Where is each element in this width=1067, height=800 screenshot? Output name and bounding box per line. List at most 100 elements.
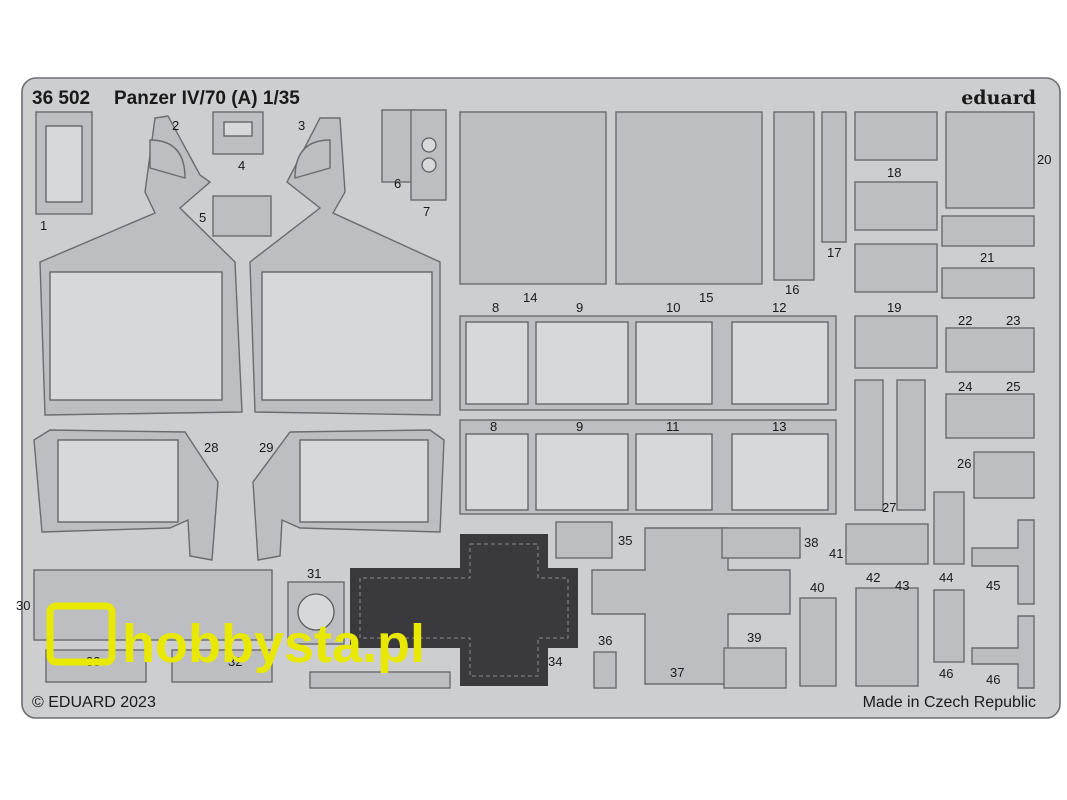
- label-16: 16: [785, 282, 799, 297]
- copyright: © EDUARD 2023: [32, 694, 156, 711]
- label-9-bottom: 9: [576, 419, 583, 434]
- part-7: [410, 109, 447, 201]
- label-40: 40: [810, 580, 824, 595]
- label-32: 32: [228, 654, 242, 669]
- part-1-cutout: [45, 125, 83, 203]
- label-44: 44: [939, 570, 953, 585]
- part-31-hole: [297, 593, 335, 631]
- part-2-window: [49, 271, 223, 401]
- part-3-flap: [294, 139, 331, 179]
- label-35: 35: [618, 533, 632, 548]
- part-18b: [854, 181, 938, 231]
- label-42: 42: [866, 570, 880, 585]
- part-22-23: [945, 327, 1035, 373]
- fret-code: 36 502: [32, 88, 90, 109]
- watermark-logo: [46, 602, 116, 666]
- part-29-window: [299, 439, 429, 523]
- rod-part: [309, 671, 451, 689]
- part-5: [212, 195, 272, 237]
- label-12: 12: [772, 300, 786, 315]
- part-13: [731, 433, 829, 511]
- label-1: 1: [40, 218, 47, 233]
- part-15: [615, 111, 763, 285]
- part-40: [799, 597, 837, 687]
- label-8-bottom: 8: [490, 419, 497, 434]
- part-4: [212, 111, 264, 155]
- label-7: 7: [423, 204, 430, 219]
- label-24: 24: [958, 379, 972, 394]
- part-35: [555, 521, 613, 559]
- part-27a: [854, 379, 884, 511]
- label-17: 17: [827, 245, 841, 260]
- label-26: 26: [957, 456, 971, 471]
- label-36: 36: [598, 633, 612, 648]
- part-17: [821, 111, 847, 243]
- origin: Made in Czech Republic: [863, 694, 1036, 711]
- part-11: [635, 433, 713, 511]
- part-7-hole-b: [421, 157, 437, 173]
- part-46a: [933, 589, 965, 663]
- part-39: [723, 647, 787, 689]
- part-21b: [941, 267, 1035, 299]
- label-8-top: 8: [492, 300, 499, 315]
- label-43: 43: [895, 578, 909, 593]
- part-12: [731, 321, 829, 405]
- label-4: 4: [238, 158, 245, 173]
- label-31: 31: [307, 566, 321, 581]
- part-33: [45, 649, 147, 683]
- part-9-upper: [535, 321, 629, 405]
- label-5: 5: [199, 210, 206, 225]
- part-46b: [971, 615, 1035, 689]
- part-19a: [854, 243, 938, 293]
- part-2-flap: [149, 139, 186, 179]
- part-14: [459, 111, 607, 285]
- label-14: 14: [523, 290, 537, 305]
- label-28: 28: [204, 440, 218, 455]
- part-42-43: [855, 587, 919, 687]
- part-27b: [896, 379, 926, 511]
- label-46-left: 46: [939, 666, 953, 681]
- label-30: 30: [16, 598, 30, 613]
- part-21a: [941, 215, 1035, 247]
- part-10: [635, 321, 713, 405]
- label-34: 34: [548, 654, 562, 669]
- part-4-slot: [223, 121, 253, 137]
- label-3: 3: [298, 118, 305, 133]
- watermark-text: hobbysta.pl: [122, 614, 425, 674]
- part-18a: [854, 111, 938, 161]
- label-10: 10: [666, 300, 680, 315]
- label-25: 25: [1006, 379, 1020, 394]
- watermark: hobbysta.pl: [46, 602, 425, 674]
- label-20: 20: [1037, 152, 1051, 167]
- label-6: 6: [394, 176, 401, 191]
- label-19: 19: [887, 300, 901, 315]
- part-32: [171, 649, 273, 683]
- fret-title: Panzer IV/70 (A) 1/35: [114, 88, 300, 109]
- part-34-mesh: [350, 534, 578, 686]
- label-38: 38: [804, 535, 818, 550]
- part-3-window: [261, 271, 433, 401]
- label-15: 15: [699, 290, 713, 305]
- part-9-lower: [535, 433, 629, 511]
- label-2: 2: [172, 118, 179, 133]
- part-38: [721, 527, 801, 559]
- label-18: 18: [887, 165, 901, 180]
- brand-logo: eduard: [961, 87, 1036, 109]
- label-23: 23: [1006, 313, 1020, 328]
- part-24-25: [945, 393, 1035, 439]
- label-45: 45: [986, 578, 1000, 593]
- part-labels: 1 2 3 4 5 6 7 8 9 10 12 8 9 11 13 14 15 …: [16, 118, 1051, 687]
- label-13: 13: [772, 419, 786, 434]
- part-28-window: [57, 439, 179, 523]
- part-8-upper: [465, 321, 529, 405]
- part-41: [845, 523, 929, 565]
- part-16: [773, 111, 815, 281]
- label-46-right: 46: [986, 672, 1000, 687]
- label-29: 29: [259, 440, 273, 455]
- label-11: 11: [666, 419, 680, 434]
- part-36: [593, 651, 617, 689]
- part-20: [945, 111, 1035, 209]
- label-41: 41: [829, 546, 843, 561]
- part-6: [381, 109, 416, 183]
